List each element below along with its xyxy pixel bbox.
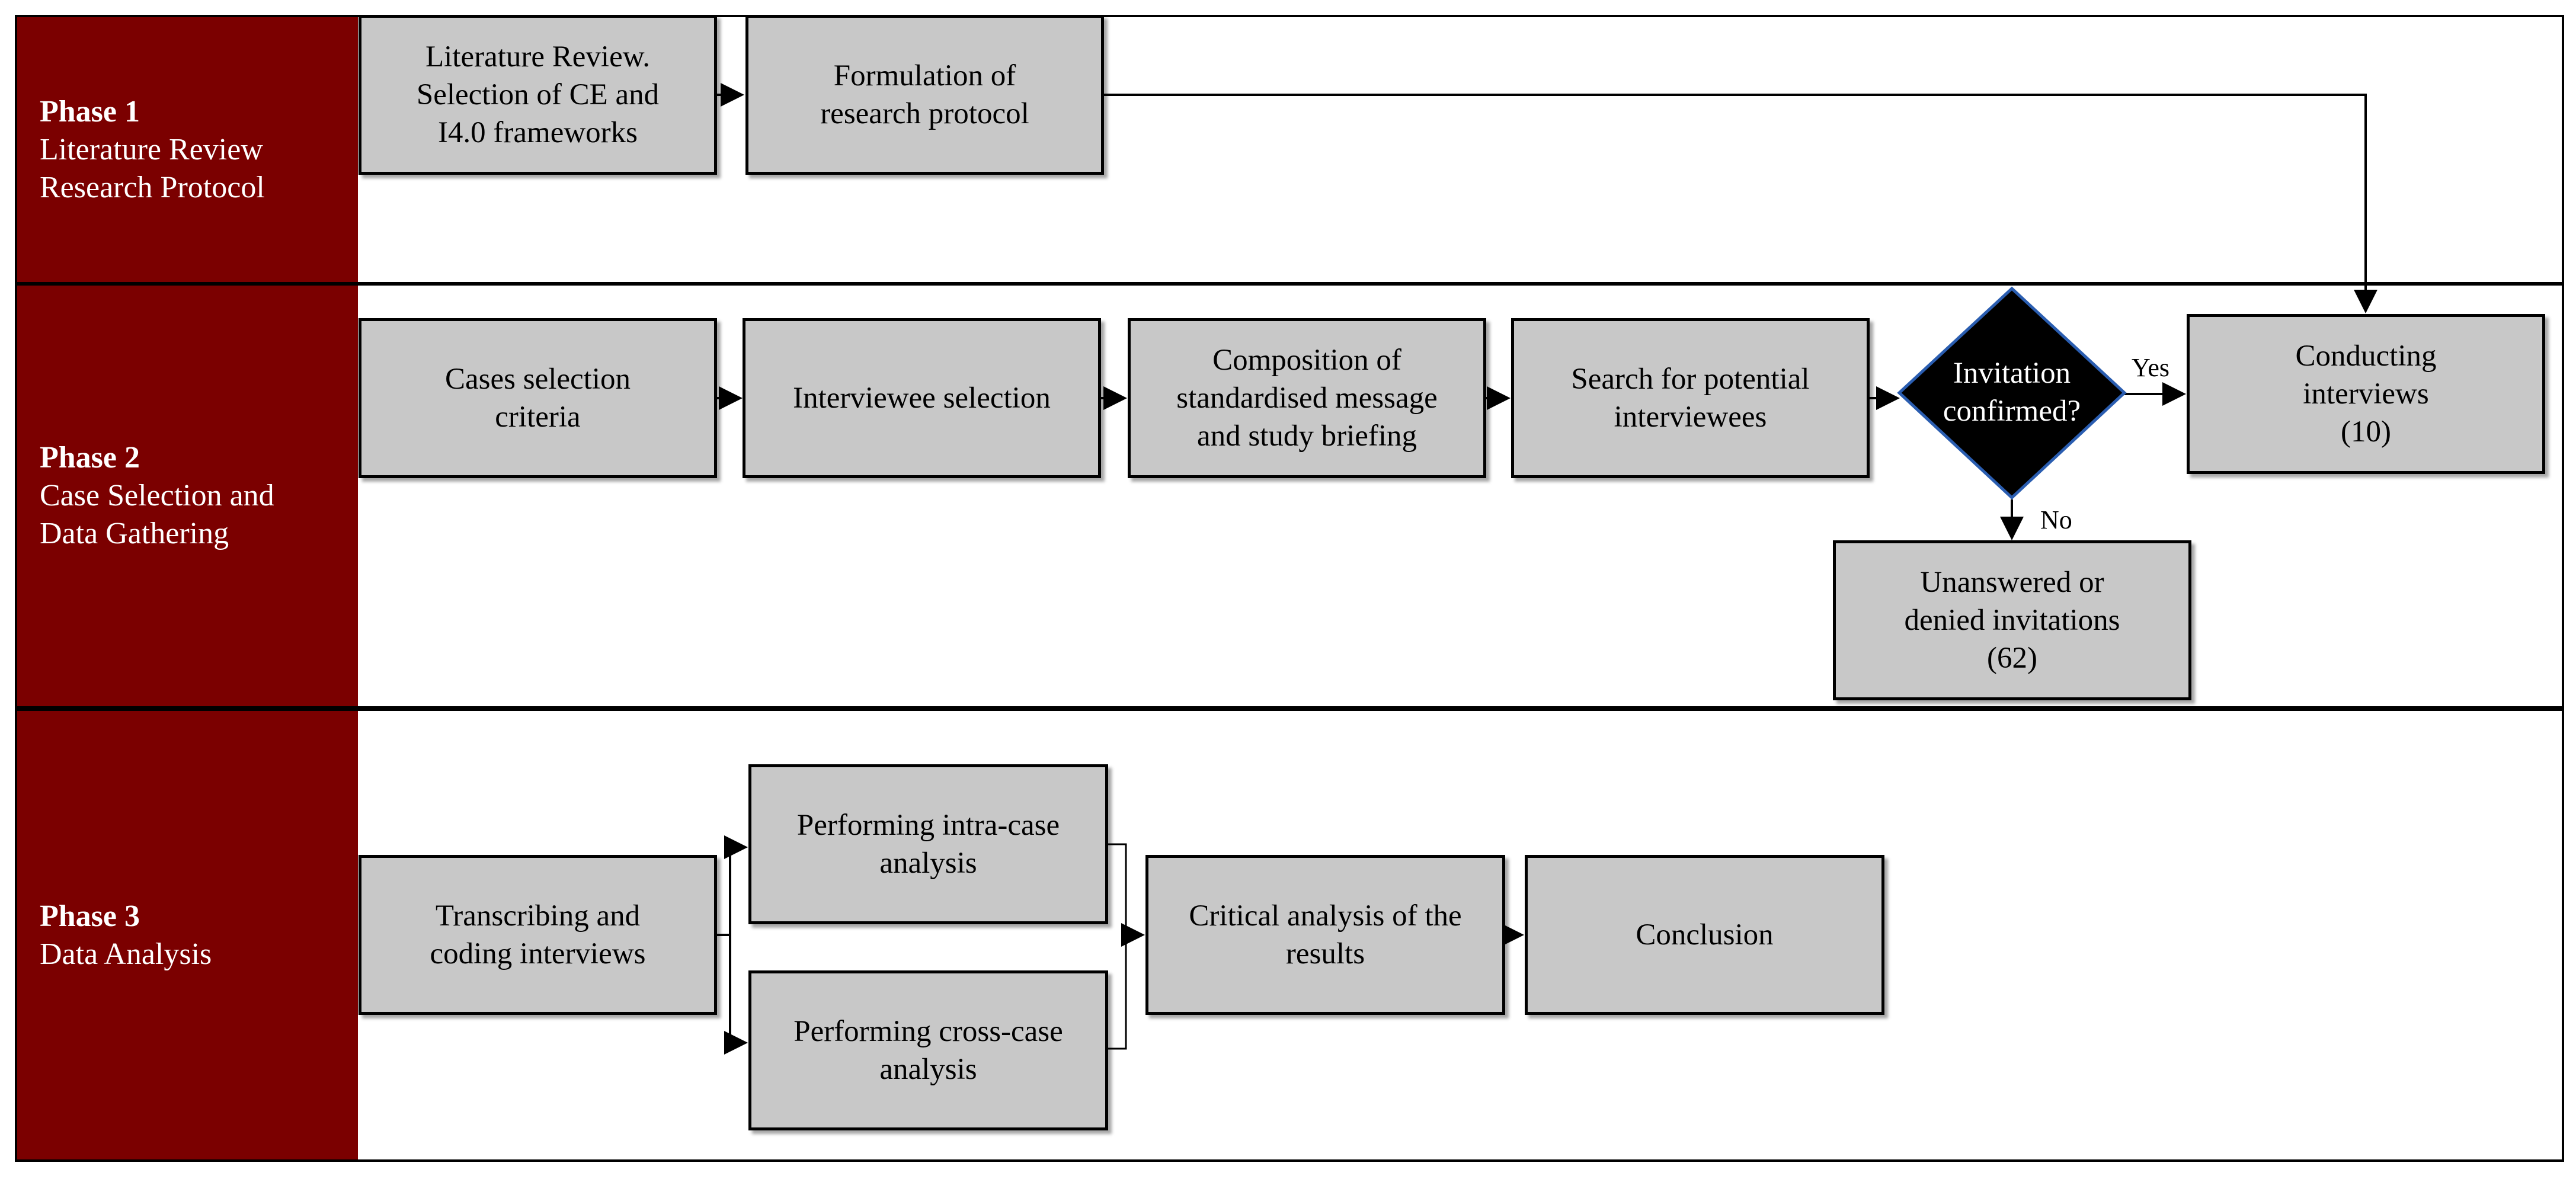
composition-box: Composition of standardised message and … <box>1128 318 1486 478</box>
phase-1-header: Phase 1 Literature Review Research Proto… <box>17 17 358 282</box>
arrow-transcribing-to-cross <box>724 935 748 1055</box>
phase-2-title: Phase 2 <box>40 441 140 475</box>
phase-1-title: Phase 1 <box>40 94 140 129</box>
phase-3-title: Phase 3 <box>40 899 140 933</box>
yes-label: Yes <box>2132 353 2170 382</box>
formulation-box: Formulation of research protocol <box>745 15 1104 175</box>
literature-review-box: Literature Review. Selection of CE and I… <box>359 15 717 175</box>
arrow-formulation-to-conducting <box>1104 94 2377 313</box>
phase-3-description: Data Analysis <box>40 937 212 971</box>
arrow-transcribing-to-intra <box>724 835 748 935</box>
search-box: Search for potential interviewees <box>1511 318 1870 478</box>
phase-2-header: Phase 2 Case Selection and Data Gatherin… <box>17 286 358 706</box>
transcribing-box: Transcribing and coding interviews <box>359 855 717 1015</box>
cases-selection-box: Cases selection criteria <box>359 318 717 478</box>
interviewee-selection-box: Interviewee selection <box>743 318 1101 478</box>
no-label: No <box>2040 505 2072 534</box>
decision-label: Invitation confirmed? <box>1943 357 2081 428</box>
phase-3-header: Phase 3 Data Analysis <box>17 711 358 1159</box>
conclusion-box: Conclusion <box>1525 855 1884 1015</box>
decision-diamond <box>1897 286 2127 500</box>
conducting-interviews-box: Conducting interviews (10) <box>2187 314 2545 474</box>
phase-1-description: Literature Review Research Protocol <box>40 132 265 204</box>
phase-2-description: Case Selection and Data Gathering <box>40 479 274 550</box>
intra-case-box: Performing intra-case analysis <box>748 764 1108 924</box>
cross-case-box: Performing cross-case analysis <box>748 970 1108 1130</box>
unanswered-invitations-box: Unanswered or denied invitations (62) <box>1833 540 2191 700</box>
critical-analysis-box: Critical analysis of the results <box>1145 855 1505 1015</box>
